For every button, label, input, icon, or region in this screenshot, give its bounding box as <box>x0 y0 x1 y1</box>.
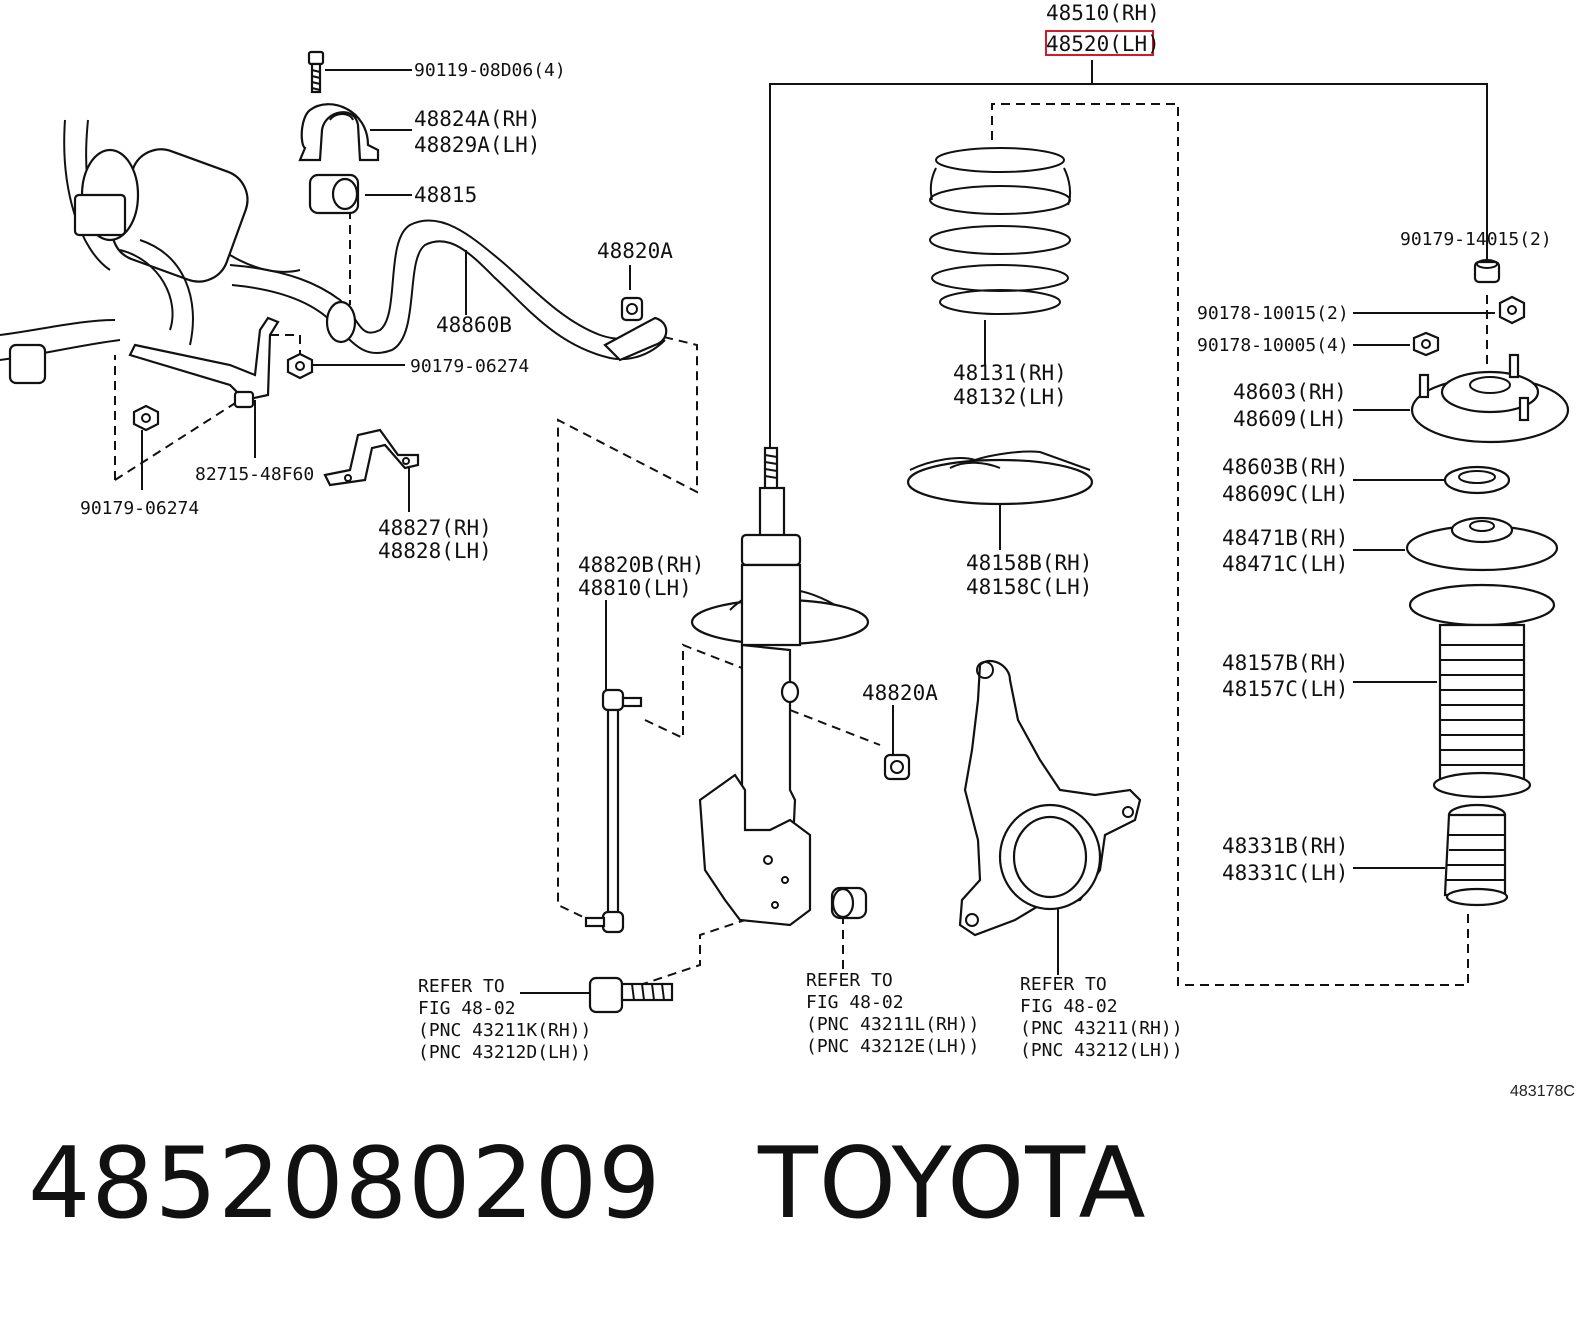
ref3-line3: (PNC 43211(RH)) <box>1020 1018 1183 1039</box>
nut-90179-14015-drawing <box>1473 259 1501 284</box>
label-90179-14015[interactable]: 90179-14015(2) <box>1400 229 1552 250</box>
label-90179-06274-a[interactable]: 90179-06274 <box>410 356 529 377</box>
reference-note-1: REFER TO FIG 48-02 (PNC 43211K(RH)) (PNC… <box>418 976 591 1063</box>
caption-brand: TOYOTA <box>757 1127 1147 1241</box>
label-48820b-rh[interactable]: 48820B(RH) <box>578 553 704 577</box>
nut-90179-a-drawing <box>286 352 314 380</box>
reference-note-2: REFER TO FIG 48-02 (PNC 43211L(RH)) (PNC… <box>806 970 979 1057</box>
label-48860b[interactable]: 48860B <box>436 313 512 337</box>
upper-seat-48471b-drawing <box>1405 516 1559 572</box>
label-48603-rh[interactable]: 48603(RH) <box>1233 380 1347 404</box>
label-48829a-lh[interactable]: 48829A(LH) <box>414 133 540 157</box>
label-48609c-lh[interactable]: 48609C(LH) <box>1222 482 1348 506</box>
ref2-line3: (PNC 43211L(RH)) <box>806 1014 979 1035</box>
label-48158c-lh[interactable]: 48158C(LH) <box>966 575 1092 599</box>
assembly-label-lh[interactable]: 48520(LH) <box>1046 32 1160 56</box>
label-90178-10015[interactable]: 90178-10015(2) <box>1197 303 1349 324</box>
label-90178-10005[interactable]: 90178-10005(4) <box>1197 335 1349 356</box>
label-48157b-rh[interactable]: 48157B(RH) <box>1222 651 1348 675</box>
stabilizer-assembly <box>0 50 668 487</box>
ref1-line2: FIG 48-02 <box>418 998 516 1019</box>
label-48810-lh[interactable]: 48810(LH) <box>578 576 692 600</box>
strut-bushing-drawing <box>830 886 868 920</box>
ref1-line3: (PNC 43211K(RH)) <box>418 1020 591 1041</box>
label-48331c-lh[interactable]: 48331C(LH) <box>1222 861 1348 885</box>
nut-90179-b-drawing <box>132 404 160 432</box>
ref2-line1: REFER TO <box>806 970 893 991</box>
ref3-line2: FIG 48-02 <box>1020 996 1118 1017</box>
leader-lines <box>114 60 1495 994</box>
part-labels: 48510(RH) 48520(LH) 90119-08D06(4) 48824… <box>80 1 1552 885</box>
bolt-90119-drawing <box>307 50 325 94</box>
label-bolt-90119[interactable]: 90119-08D06(4) <box>414 60 566 81</box>
label-48824a-rh[interactable]: 48824A(RH) <box>414 107 540 131</box>
bump-stopper-48331b-drawing <box>1443 803 1509 907</box>
steering-knuckle-drawing <box>958 659 1142 937</box>
label-48331b-rh[interactable]: 48331B(RH) <box>1222 834 1348 858</box>
label-48609-lh[interactable]: 48609(LH) <box>1233 407 1347 431</box>
label-48471c-lh[interactable]: 48471C(LH) <box>1222 552 1348 576</box>
label-48471b-rh[interactable]: 48471B(RH) <box>1222 526 1348 550</box>
ref1-line1: REFER TO <box>418 976 505 997</box>
label-48828-lh[interactable]: 48828(LH) <box>378 539 492 563</box>
label-82715[interactable]: 82715-48F60 <box>195 464 314 485</box>
boot-48157b-drawing <box>1408 583 1556 799</box>
ref2-line2: FIG 48-02 <box>806 992 904 1013</box>
caption: 4852080209 TOYOTA <box>28 1135 1147 1233</box>
label-48820a-top[interactable]: 48820A <box>597 239 673 263</box>
assembly-label-rh[interactable]: 48510(RH) <box>1046 1 1160 25</box>
label-48132-lh[interactable]: 48132(LH) <box>953 385 1067 409</box>
label-48157c-lh[interactable]: 48157C(LH) <box>1222 677 1348 701</box>
bracket-48824a-drawing <box>298 103 380 162</box>
bracket-48827-drawing <box>323 428 420 487</box>
label-48131-rh[interactable]: 48131(RH) <box>953 361 1067 385</box>
spring-seat-48158-drawing <box>906 450 1094 506</box>
stabilizer-link-drawing <box>584 688 643 934</box>
ref3-line1: REFER TO <box>1020 974 1107 995</box>
ref3-line4: (PNC 43212(LH)) <box>1020 1040 1183 1061</box>
nut-48820a-mid-drawing <box>883 753 911 781</box>
strut-assembly <box>690 446 870 927</box>
label-48815[interactable]: 48815 <box>414 183 477 207</box>
ref1-line4: (PNC 43212D(LH)) <box>418 1042 591 1063</box>
nut-90178-10015-drawing <box>1498 295 1526 325</box>
coil-spring-drawing <box>929 147 1072 315</box>
figure-code: 483178C <box>1510 1083 1575 1100</box>
label-48820a-mid[interactable]: 48820A <box>862 681 938 705</box>
bushing-48815-drawing <box>308 173 360 215</box>
bearing-48603b-drawing <box>1443 465 1511 495</box>
reference-note-3: REFER TO FIG 48-02 (PNC 43211(RH)) (PNC … <box>1020 974 1183 1061</box>
ref2-line4: (PNC 43212E(LH)) <box>806 1036 979 1057</box>
upper-mount-48603-drawing <box>1410 353 1570 444</box>
label-48603b-rh[interactable]: 48603B(RH) <box>1222 455 1348 479</box>
nut-48820a-top-drawing <box>620 296 644 322</box>
label-48158b-rh[interactable]: 48158B(RH) <box>966 551 1092 575</box>
nut-90178-10005-drawing <box>1412 331 1440 357</box>
label-48827-rh[interactable]: 48827(RH) <box>378 516 492 540</box>
assembly-highlight-box <box>1045 30 1154 56</box>
steering-gear-drawing <box>0 119 301 385</box>
strut-bolt-drawing <box>588 976 674 1014</box>
bracket-82715-drawing <box>128 316 280 409</box>
stabilizer-bar-drawing <box>229 219 668 362</box>
caption-part-number: 4852080209 <box>28 1127 662 1241</box>
label-90179-06274-b[interactable]: 90179-06274 <box>80 498 199 519</box>
